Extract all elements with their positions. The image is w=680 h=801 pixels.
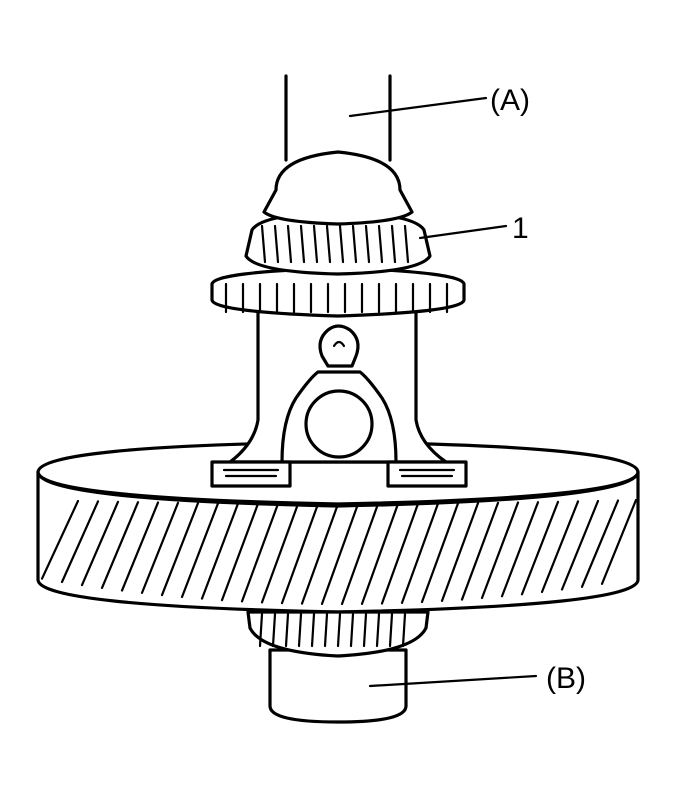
flange-teeth: [224, 282, 449, 314]
lower-bearing: [246, 610, 430, 658]
label-tool-b: (B): [546, 662, 586, 695]
gear-tooth: [280, 502, 320, 605]
bearing-roller: [338, 224, 345, 264]
gear-tooth: [160, 502, 200, 597]
gear-tooth: [460, 501, 500, 601]
bearing-roller: [323, 612, 329, 648]
pinion-shaft-hole: [304, 389, 374, 459]
ring-gear-teeth: [40, 498, 638, 606]
bearing-roller: [336, 612, 342, 648]
bearing-roller: [271, 612, 277, 648]
bearing-roller: [325, 224, 332, 264]
bearing-roller: [349, 612, 355, 648]
gear-tooth: [420, 502, 460, 604]
bearing-roller: [273, 224, 280, 264]
gear-tooth: [340, 502, 380, 606]
bearing-roller: [312, 224, 319, 264]
gear-tooth: [40, 499, 80, 580]
gear-tooth: [440, 502, 480, 602]
gear-tooth: [540, 500, 580, 594]
case-bolt-recess-left: [210, 460, 292, 488]
lower-bearing-rollers: [258, 612, 407, 648]
case-bolt-recess-right: [386, 460, 468, 488]
bearing-roller: [401, 612, 407, 648]
gear-tooth: [560, 499, 600, 591]
bearing-roller: [284, 612, 290, 648]
gear-tooth: [140, 501, 180, 595]
label-tool-a: (A): [490, 84, 530, 117]
gear-tooth: [380, 502, 420, 605]
gear-tooth: [80, 500, 120, 587]
gear-tooth: [480, 501, 520, 600]
gear-tooth: [600, 498, 638, 585]
tool-a-installer: [262, 74, 414, 226]
bearing-roller: [362, 612, 368, 648]
gear-tooth: [360, 502, 400, 605]
leader-line-b: [368, 674, 538, 688]
bearing-roller: [260, 224, 267, 264]
gear-tooth: [60, 500, 100, 584]
bearing-roller: [390, 224, 397, 264]
ring-gear: [36, 440, 640, 614]
bearing-roller: [286, 224, 293, 264]
gear-tooth: [580, 499, 620, 588]
bearing-roller: [403, 224, 410, 264]
gear-tooth: [100, 501, 140, 590]
gear-tooth: [300, 502, 340, 605]
bearing-roller: [388, 612, 394, 648]
tool-b-lower-pilot: [268, 648, 408, 724]
bearing-roller: [377, 224, 384, 264]
bearing-roller: [310, 612, 316, 648]
bearing-roller: [364, 224, 371, 264]
bearing-roller: [258, 612, 264, 648]
gear-tooth: [240, 502, 280, 603]
bearing-roller: [297, 612, 303, 648]
gear-tooth: [260, 502, 300, 604]
gear-tooth: [200, 502, 240, 600]
gear-tooth: [400, 502, 440, 604]
leader-line-a: [348, 96, 488, 118]
label-bearing: 1: [512, 212, 529, 245]
gear-tooth: [500, 501, 540, 598]
bearing-roller: [375, 612, 381, 648]
leader-line-1: [418, 224, 508, 240]
bearing-roller: [299, 224, 306, 264]
gear-tooth: [520, 500, 560, 596]
gear-tooth: [180, 502, 220, 599]
bearing-roller: [351, 224, 358, 264]
differential-case: [210, 300, 468, 488]
gear-tooth: [320, 502, 360, 606]
upper-bearing-rollers: [260, 224, 410, 264]
gear-tooth: [220, 502, 260, 602]
gear-tooth: [120, 501, 160, 592]
